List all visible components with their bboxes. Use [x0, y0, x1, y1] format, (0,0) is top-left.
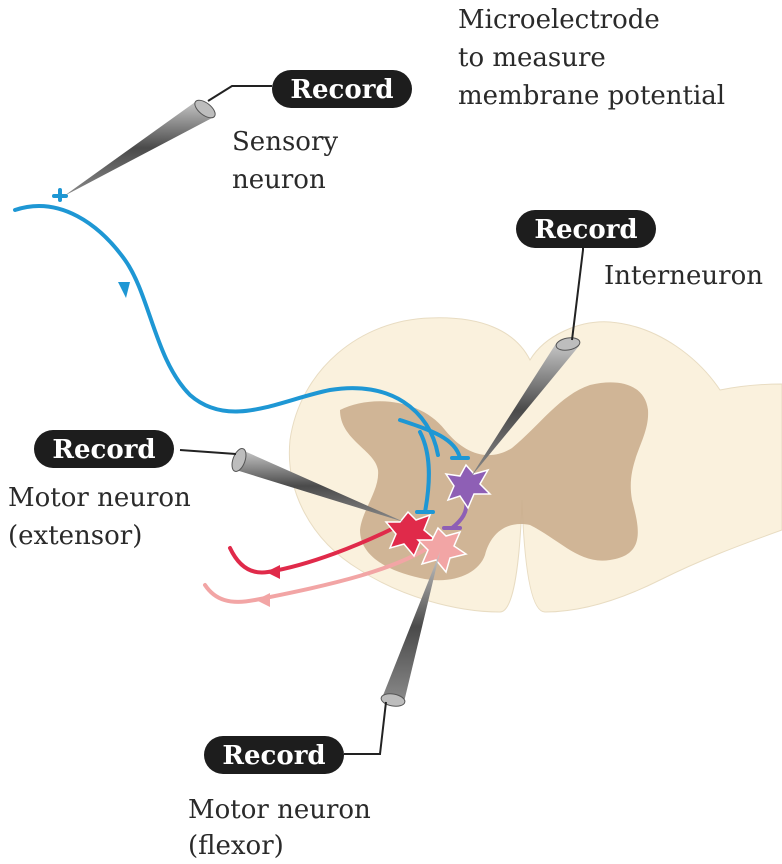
extensor-label-line-2: (extensor) [8, 521, 142, 551]
microelectrode-label-line-1: Microelectrode [458, 5, 660, 35]
record-button-interneuron[interactable]: Record [516, 210, 656, 248]
interneuron-label-line-1: Interneuron [604, 261, 763, 291]
svg-text:Record: Record [534, 215, 637, 245]
svg-text:Record: Record [290, 75, 393, 105]
sensory-fork [54, 190, 66, 200]
extensor-label-line-1: Motor neuron [8, 483, 191, 513]
record-button-extensor[interactable]: Record [34, 430, 174, 468]
interneuron-label: Interneuron [604, 261, 763, 291]
sensory-label-line-1: Sensory [232, 127, 338, 157]
sensory-neuron-label: Sensory neuron [232, 127, 346, 195]
motor-flexor-label: Motor neuron (flexor) [188, 795, 379, 861]
flexor-direction-arrow [256, 593, 270, 607]
extensor-direction-arrow [266, 565, 280, 579]
motor-extensor-label: Motor neuron (extensor) [8, 483, 199, 551]
svg-text:Record: Record [222, 741, 325, 771]
sensory-label-line-2: neuron [232, 165, 326, 195]
microelectrode-label-line-3: membrane potential [458, 81, 725, 111]
record-button-sensory[interactable]: Record [272, 70, 412, 108]
microelectrode-label-line-2: to measure [458, 43, 606, 73]
record-button-flexor[interactable]: Record [204, 736, 344, 774]
sensory-direction-arrow [118, 282, 130, 298]
microelectrode-label: Microelectrode to measure membrane poten… [458, 5, 725, 111]
svg-text:Record: Record [52, 435, 155, 465]
flexor-label-line-1: Motor neuron [188, 795, 371, 825]
flexor-label-line-2: (flexor) [188, 831, 284, 861]
